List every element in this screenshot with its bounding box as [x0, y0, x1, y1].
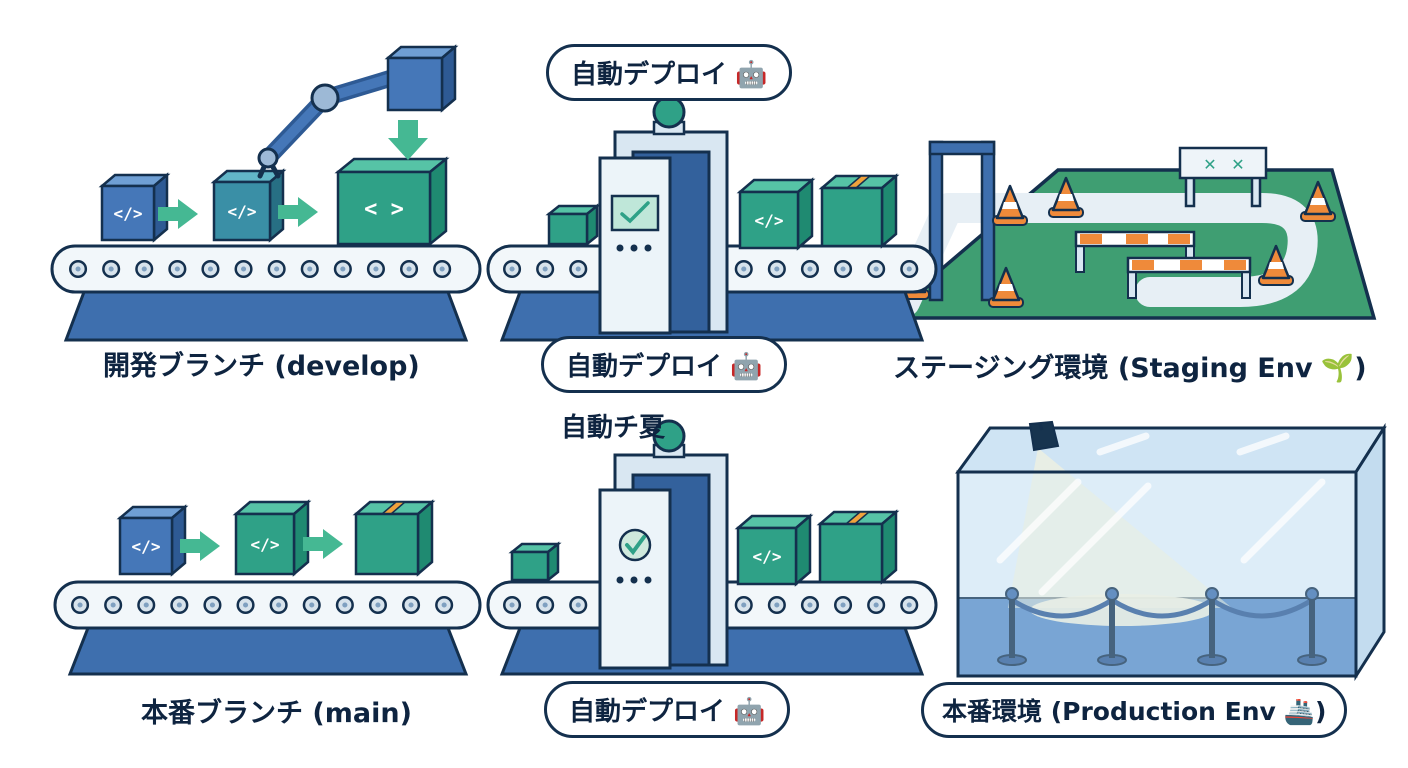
- code-box-blue: </>: [98, 172, 171, 243]
- machine-check-emblem: [618, 528, 652, 562]
- auto-deploy-label: 自動デプロイ: [566, 352, 723, 382]
- flow-arrow-icon: [303, 529, 343, 559]
- machine-dome-light: [652, 419, 686, 453]
- traffic-cone: [1300, 180, 1336, 222]
- finish-x-icon: ✕: [1203, 155, 1216, 174]
- robot-arm: [257, 44, 459, 179]
- conveyor-base: [67, 626, 469, 676]
- robot-icon: 🤖: [735, 60, 768, 90]
- conveyor-belt: [50, 244, 482, 294]
- machine-dome-light: [652, 95, 686, 129]
- conveyor-base: [63, 290, 469, 342]
- flow-arrow-icon: [180, 531, 220, 561]
- auto-deploy-label: 自動デプロイ: [571, 60, 728, 90]
- small-box: [545, 203, 601, 247]
- traffic-cone: [1258, 244, 1294, 286]
- code-glyph: </>: [114, 204, 143, 223]
- develop-branch-label: 開発ブランチ (develop): [103, 351, 420, 382]
- arm-joint: [257, 147, 279, 169]
- stanchion: [1197, 587, 1227, 666]
- spotlight-lamp-icon: [1028, 420, 1060, 452]
- small-box: [508, 541, 562, 583]
- flow-arrow-icon: [158, 199, 198, 229]
- production-env-bubble: 本番環境 (Production Env🚢): [921, 682, 1348, 738]
- package-box: [816, 509, 900, 585]
- code-box-teal-large: < >: [334, 156, 450, 247]
- staging-env-label: ステージング環境 (Staging Env🌱): [893, 353, 1367, 384]
- machine-screen: [610, 194, 660, 232]
- code-glyph: </>: [753, 547, 782, 566]
- finish-gate: ✕ ✕: [1178, 146, 1268, 208]
- deploy-machine-top: [598, 95, 729, 335]
- code-box-teal: </>: [736, 177, 816, 251]
- rope-barrier: [997, 587, 1327, 666]
- production-showcase: [955, 420, 1387, 682]
- hurdle: [1126, 256, 1252, 299]
- staging-area: ✕ ✕: [879, 140, 1377, 320]
- package-box: [818, 173, 900, 249]
- glass-side: [1354, 422, 1386, 682]
- stanchion: [1297, 587, 1327, 666]
- code-glyph: </>: [755, 211, 784, 230]
- glass-front: [956, 470, 1358, 678]
- code-box-teal: </>: [232, 499, 312, 577]
- robot-icon: 🤖: [730, 352, 763, 382]
- hurdle: [1074, 230, 1196, 273]
- conveyor-top-left: [50, 244, 482, 342]
- auto-deploy-bubble-bottom: 自動デプロイ🤖: [544, 681, 791, 738]
- drop-arrow-icon: [388, 120, 428, 160]
- code-glyph: < >: [364, 197, 404, 222]
- auto-deploy-garbled-label: 自動チ夏: [561, 413, 666, 443]
- test-track: [890, 193, 1318, 317]
- traffic-cone: [992, 184, 1028, 226]
- package-box: [352, 499, 436, 577]
- arm-joint: [310, 83, 340, 113]
- conveyor-belt: [53, 580, 482, 630]
- seedling-icon: 🌱: [1320, 353, 1355, 384]
- finish-x-icon: ✕: [1231, 155, 1244, 174]
- traffic-cone: [988, 266, 1024, 308]
- stanchion: [1097, 587, 1127, 666]
- deploy-machine-bottom: [598, 419, 729, 670]
- code-box-bluegreen: </>: [210, 168, 287, 243]
- robot-cube: [384, 44, 459, 113]
- glass-top: [955, 426, 1387, 474]
- code-glyph: </>: [251, 535, 280, 554]
- ship-icon: 🚢: [1283, 697, 1315, 726]
- code-box-teal: </>: [734, 513, 814, 587]
- code-glyph: </>: [228, 202, 257, 221]
- auto-deploy-bubble-top: 自動デプロイ🤖: [546, 44, 793, 101]
- code-glyph: </>: [132, 537, 161, 556]
- auto-deploy-bubble-mid: 自動デプロイ🤖: [541, 336, 788, 393]
- flow-arrow-icon: [278, 197, 318, 227]
- auto-deploy-label: 自動デプロイ: [569, 697, 726, 727]
- stanchion: [997, 587, 1027, 666]
- traffic-cone: [1048, 176, 1084, 218]
- machine-buttons: [616, 244, 652, 252]
- glass-reflections: [996, 432, 1326, 596]
- machine-buttons: [616, 576, 652, 584]
- robot-icon: 🤖: [733, 697, 766, 727]
- code-box-blue: </>: [116, 504, 189, 577]
- conveyor-bottom-left: [53, 580, 482, 676]
- main-branch-label: 本番ブランチ (main): [141, 698, 412, 729]
